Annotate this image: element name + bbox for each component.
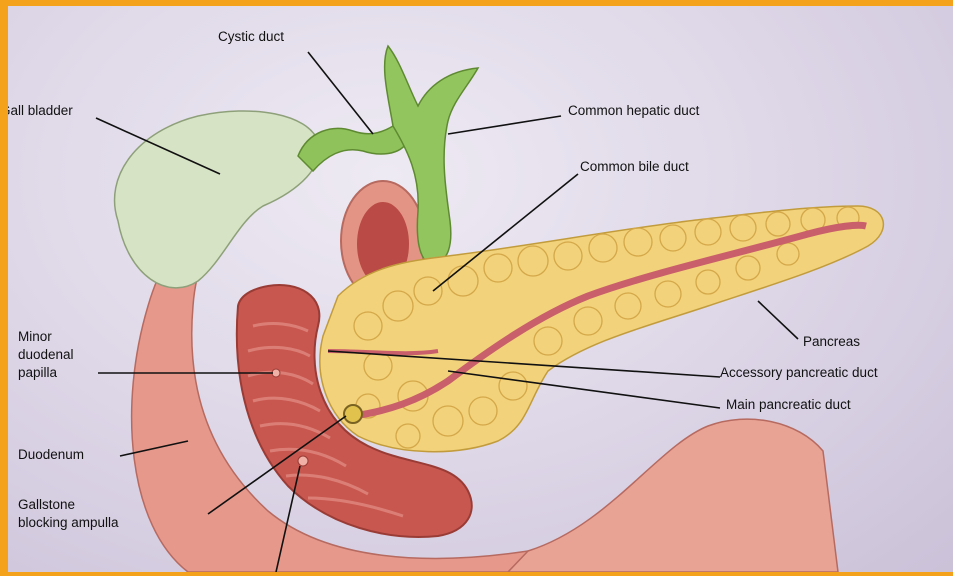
duodenum-distal — [508, 419, 838, 572]
major-papilla-shape — [298, 456, 308, 466]
label-duodenum: Duodenum — [18, 446, 84, 464]
label-pancreas: Pancreas — [803, 333, 860, 351]
label-minor-papilla-line3: papilla — [18, 364, 74, 382]
label-minor-papilla-line2: duodenal — [18, 346, 74, 364]
label-gallstone-line2: blocking ampulla — [18, 514, 119, 532]
label-main-pancreatic-duct: Main pancreatic duct — [726, 396, 851, 414]
label-minor-duodenal-papilla: Minor duodenal papilla — [18, 328, 74, 382]
label-cystic-duct: Cystic duct — [218, 28, 284, 46]
label-gallstone-line1: Gallstone — [18, 496, 119, 514]
label-common-hepatic-duct: Common hepatic duct — [568, 102, 699, 120]
label-accessory-pancreatic-duct: Accessory pancreatic duct — [720, 364, 878, 382]
minor-papilla-shape — [272, 369, 280, 377]
label-gall-bladder: Gall bladder — [8, 102, 73, 120]
anatomy-diagram: Cystic duct Gall bladder Common hepatic … — [8, 6, 953, 572]
anatomy-illustration — [8, 6, 953, 572]
gallbladder-shape — [115, 111, 320, 288]
label-common-bile-duct: Common bile duct — [580, 158, 689, 176]
cystic-duct-shape — [298, 124, 408, 171]
label-minor-papilla-line1: Minor — [18, 328, 74, 346]
label-gallstone-blocking-ampulla: Gallstone blocking ampulla — [18, 496, 119, 532]
gallstone-shape — [344, 405, 362, 423]
